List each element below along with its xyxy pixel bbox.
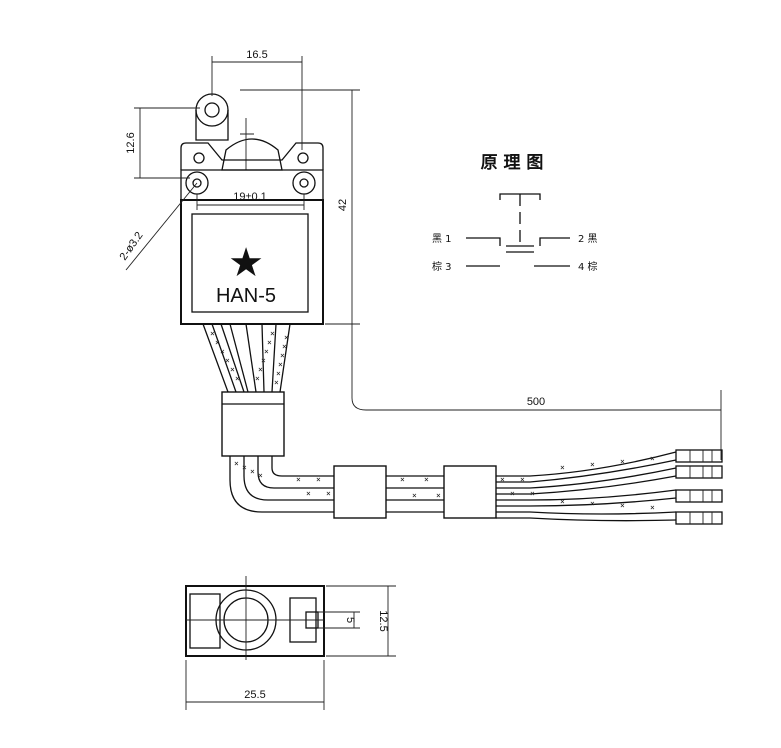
wire-mark: × bbox=[530, 489, 535, 498]
wire-mark: × bbox=[650, 454, 655, 463]
wire-mark: × bbox=[235, 374, 240, 383]
wire-mark: × bbox=[274, 378, 279, 387]
wire-mark: × bbox=[412, 491, 417, 500]
wire-mark: × bbox=[282, 342, 287, 351]
wire-mark: × bbox=[267, 338, 272, 347]
roller-outer bbox=[195, 93, 229, 127]
wire-mark: × bbox=[620, 457, 625, 466]
star-logo: ★ bbox=[228, 241, 264, 285]
wire-mark: × bbox=[230, 365, 235, 374]
wire-mark: × bbox=[264, 347, 269, 356]
mount-hole-right bbox=[292, 171, 316, 195]
wire-mark: × bbox=[258, 471, 263, 480]
wire-mark: × bbox=[590, 499, 595, 508]
plunger-dome bbox=[221, 138, 283, 171]
wire-mark: × bbox=[242, 463, 247, 472]
wire-mark: × bbox=[220, 347, 225, 356]
wire-mark: × bbox=[225, 356, 230, 365]
terminal-4-label: 4 棕 bbox=[578, 260, 598, 273]
wire-mark: × bbox=[284, 333, 289, 342]
wire-mark: × bbox=[400, 475, 405, 484]
wire-mark: × bbox=[276, 369, 281, 378]
dim-bottom-height: 12.5 bbox=[377, 610, 389, 631]
wire-mark: × bbox=[500, 475, 505, 484]
wire-mark: × bbox=[306, 489, 311, 498]
plunger-center bbox=[240, 118, 254, 170]
cable-assembly: ××××××××××××××××××××××××××××××××××××××××… bbox=[202, 323, 723, 525]
wire-mark: × bbox=[261, 356, 266, 365]
wire-mark: × bbox=[560, 497, 565, 506]
wire-mark: × bbox=[278, 360, 283, 369]
wire-mark: × bbox=[316, 475, 321, 484]
dimension-lines: 16.5 12.6 19±0.1 2-ø3.2 42 500 bbox=[118, 49, 722, 460]
wire-mark: × bbox=[255, 374, 260, 383]
head-block bbox=[180, 142, 324, 170]
label-panel bbox=[191, 213, 309, 313]
roller-inner bbox=[204, 102, 220, 118]
wire-mark: × bbox=[250, 467, 255, 476]
bottom-centerlines bbox=[186, 576, 324, 660]
cable-sleeve-2 bbox=[333, 465, 387, 519]
screw-right bbox=[297, 152, 309, 164]
dim-hole-spacing: 19±0.1 bbox=[233, 191, 267, 203]
terminal-1-label: 黑 1 bbox=[432, 233, 452, 245]
wire-mark: × bbox=[650, 503, 655, 512]
wire-terminals bbox=[675, 449, 723, 525]
switch-bottom-view: 25.5 12.5 5 bbox=[185, 576, 396, 710]
schematic: 原 理 图 黑 1 2 黑 棕 3 4 棕 bbox=[432, 153, 598, 273]
cable-sleeve-3 bbox=[443, 465, 497, 519]
wire-mark: × bbox=[620, 501, 625, 510]
dim-bottom-inner: 5 bbox=[344, 617, 356, 623]
switch-body bbox=[180, 199, 324, 325]
dim-roller-height: 12.6 bbox=[125, 132, 137, 153]
wire-mark: × bbox=[258, 365, 263, 374]
wire-mark: × bbox=[270, 329, 275, 338]
screw-left bbox=[193, 152, 205, 164]
dim-body-height: 42 bbox=[337, 199, 349, 211]
schematic-title: 原 理 图 bbox=[481, 153, 544, 173]
contact-nc bbox=[466, 237, 570, 247]
wire-mark: × bbox=[590, 460, 595, 469]
roller-arm bbox=[195, 110, 229, 141]
dim-cable-length: 500 bbox=[527, 396, 545, 408]
wire-mark: × bbox=[296, 475, 301, 484]
wire-mark: × bbox=[424, 475, 429, 484]
wire-mark: × bbox=[326, 489, 331, 498]
bottom-body bbox=[185, 585, 325, 657]
dim-holes: 2-ø3.2 bbox=[118, 230, 146, 263]
terminal-2-label: 2 黑 bbox=[578, 233, 598, 245]
wire-mark: × bbox=[436, 491, 441, 500]
terminal-3-label: 棕 3 bbox=[432, 260, 452, 273]
wire-mark: × bbox=[280, 351, 285, 360]
wire-mark: × bbox=[210, 329, 215, 338]
contact-no bbox=[466, 251, 570, 267]
model-label: HAN-5 bbox=[216, 285, 276, 307]
wire-mark: × bbox=[520, 475, 525, 484]
cable-sleeve-1 bbox=[221, 391, 285, 457]
wire-mark: × bbox=[215, 338, 220, 347]
wire-mark: × bbox=[234, 459, 239, 468]
wire-mark: × bbox=[510, 489, 515, 498]
dim-top-width: 16.5 bbox=[246, 49, 267, 61]
dim-bottom-width: 25.5 bbox=[244, 689, 265, 701]
wire-mark: × bbox=[560, 463, 565, 472]
wire-marks: ××××××××××××××××××××××××××××××××××××××××… bbox=[210, 329, 655, 512]
